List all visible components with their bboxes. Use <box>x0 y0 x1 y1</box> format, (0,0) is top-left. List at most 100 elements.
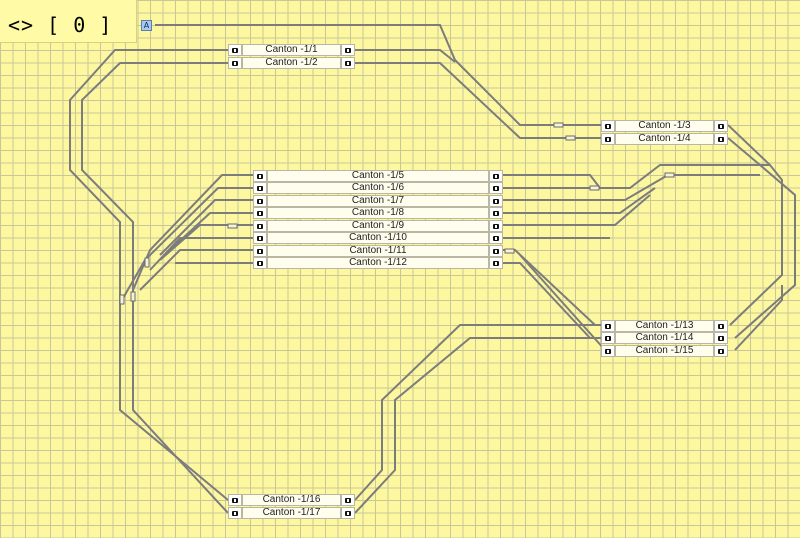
signal-icon[interactable] <box>601 332 615 344</box>
signal-icon[interactable] <box>228 507 242 519</box>
track-centre-right-a <box>503 164 770 189</box>
signal-icon[interactable] <box>714 320 728 332</box>
switch-marker[interactable] <box>565 135 576 141</box>
canton-block-1-12[interactable]: Canton -1/12 <box>253 257 503 269</box>
switch-marker[interactable] <box>504 248 515 254</box>
track-centre-right-c <box>503 174 760 201</box>
canton-label: Canton -1/3 <box>615 120 714 132</box>
signal-icon[interactable] <box>341 494 355 506</box>
canton-block-1-16[interactable]: Canton -1/16 <box>228 494 355 506</box>
track-outer-left-a <box>69 49 229 501</box>
signal-icon[interactable] <box>253 257 267 269</box>
switch-marker[interactable] <box>664 172 675 178</box>
track-centre-right-d <box>503 187 656 214</box>
signal-icon[interactable] <box>253 195 267 207</box>
track-centre-left-b <box>121 187 255 301</box>
canton-block-1-15[interactable]: Canton -1/15 <box>601 345 728 357</box>
signal-icon[interactable] <box>253 232 267 244</box>
canton-block-1-11[interactable]: Canton -1/11 <box>253 245 503 257</box>
signal-icon[interactable] <box>489 170 503 182</box>
track-centre-left-a <box>132 174 255 291</box>
canton-label: Canton -1/11 <box>267 245 489 257</box>
canton-label: Canton -1/8 <box>267 207 489 219</box>
switch-marker[interactable] <box>553 122 564 128</box>
signal-icon[interactable] <box>489 182 503 194</box>
signal-icon[interactable] <box>714 133 728 145</box>
canton-block-1-7[interactable]: Canton -1/7 <box>253 195 503 207</box>
canton-label: Canton -1/13 <box>615 320 714 332</box>
signal-icon[interactable] <box>489 245 503 257</box>
switch-marker[interactable] <box>144 257 150 268</box>
canton-label: Canton -1/7 <box>267 195 489 207</box>
track-centre-right-h <box>503 262 591 339</box>
signal-icon[interactable] <box>228 44 242 56</box>
signal-icon[interactable] <box>228 494 242 506</box>
signal-icon[interactable] <box>601 345 615 357</box>
track-centre-right-i <box>519 254 606 351</box>
signal-icon[interactable] <box>489 232 503 244</box>
track-right-loop-a <box>727 124 783 326</box>
signal-icon[interactable] <box>714 345 728 357</box>
anchor-marker-icon[interactable]: A <box>141 20 152 31</box>
canton-label: Canton -1/12 <box>267 257 489 269</box>
canton-block-1-2[interactable]: Canton -1/2 <box>228 57 355 69</box>
signal-icon[interactable] <box>253 220 267 232</box>
canton-block-1-8[interactable]: Canton -1/8 <box>253 207 503 219</box>
track-centre-left-f <box>149 237 255 271</box>
signal-icon[interactable] <box>253 207 267 219</box>
track-top-b <box>355 49 456 63</box>
track-bottom-right-b <box>354 337 605 514</box>
track-right-loop-c <box>734 285 783 351</box>
switch-marker[interactable] <box>119 294 125 305</box>
signal-icon[interactable] <box>489 257 503 269</box>
signal-icon[interactable] <box>714 120 728 132</box>
signal-icon[interactable] <box>341 44 355 56</box>
signal-icon[interactable] <box>601 320 615 332</box>
track-top-a <box>155 24 605 126</box>
canton-block-1-9[interactable]: Canton -1/9 <box>253 220 503 232</box>
signal-icon[interactable] <box>601 120 615 132</box>
track-centre-left-c <box>159 199 255 256</box>
canton-label: Canton -1/6 <box>267 182 489 194</box>
signal-icon[interactable] <box>489 207 503 219</box>
canton-label: Canton -1/2 <box>242 57 341 69</box>
canton-block-1-3[interactable]: Canton -1/3 <box>601 120 728 132</box>
signal-icon[interactable] <box>601 133 615 145</box>
canton-block-1-17[interactable]: Canton -1/17 <box>228 507 355 519</box>
signal-icon[interactable] <box>253 182 267 194</box>
canton-block-1-13[interactable]: Canton -1/13 <box>601 320 728 332</box>
canton-label: Canton -1/14 <box>615 332 714 344</box>
switch-marker[interactable] <box>589 185 600 191</box>
canton-label: Canton -1/17 <box>242 507 341 519</box>
track-right-loop-b <box>727 137 796 339</box>
track-centre-right-e <box>503 194 651 226</box>
track-top-c <box>355 62 605 139</box>
canton-block-1-14[interactable]: Canton -1/14 <box>601 332 728 344</box>
canton-label: Canton -1/16 <box>242 494 341 506</box>
switch-marker[interactable] <box>130 291 136 302</box>
header-panel: <> [ 0 ] <box>0 0 137 43</box>
signal-icon[interactable] <box>714 332 728 344</box>
canton-block-1-5[interactable]: Canton -1/5 <box>253 170 503 182</box>
track-outer-left-b <box>81 62 229 514</box>
canton-label: Canton -1/5 <box>267 170 489 182</box>
canton-label: Canton -1/1 <box>242 44 341 56</box>
signal-icon[interactable] <box>253 245 267 257</box>
signal-icon[interactable] <box>489 220 503 232</box>
canton-block-1-10[interactable]: Canton -1/10 <box>253 232 503 244</box>
canton-label: Canton -1/15 <box>615 345 714 357</box>
signal-icon[interactable] <box>253 170 267 182</box>
track-centre-left-g <box>139 249 255 291</box>
canton-label: Canton -1/4 <box>615 133 714 145</box>
header-text: <> [ 0 ] <box>8 13 113 37</box>
canton-block-1-6[interactable]: Canton -1/6 <box>253 182 503 194</box>
canton-block-1-1[interactable]: Canton -1/1 <box>228 44 355 56</box>
switch-marker[interactable] <box>227 223 238 229</box>
signal-icon[interactable] <box>341 57 355 69</box>
signal-icon[interactable] <box>489 195 503 207</box>
signal-icon[interactable] <box>228 57 242 69</box>
signal-icon[interactable] <box>341 507 355 519</box>
canton-block-1-4[interactable]: Canton -1/4 <box>601 133 728 145</box>
